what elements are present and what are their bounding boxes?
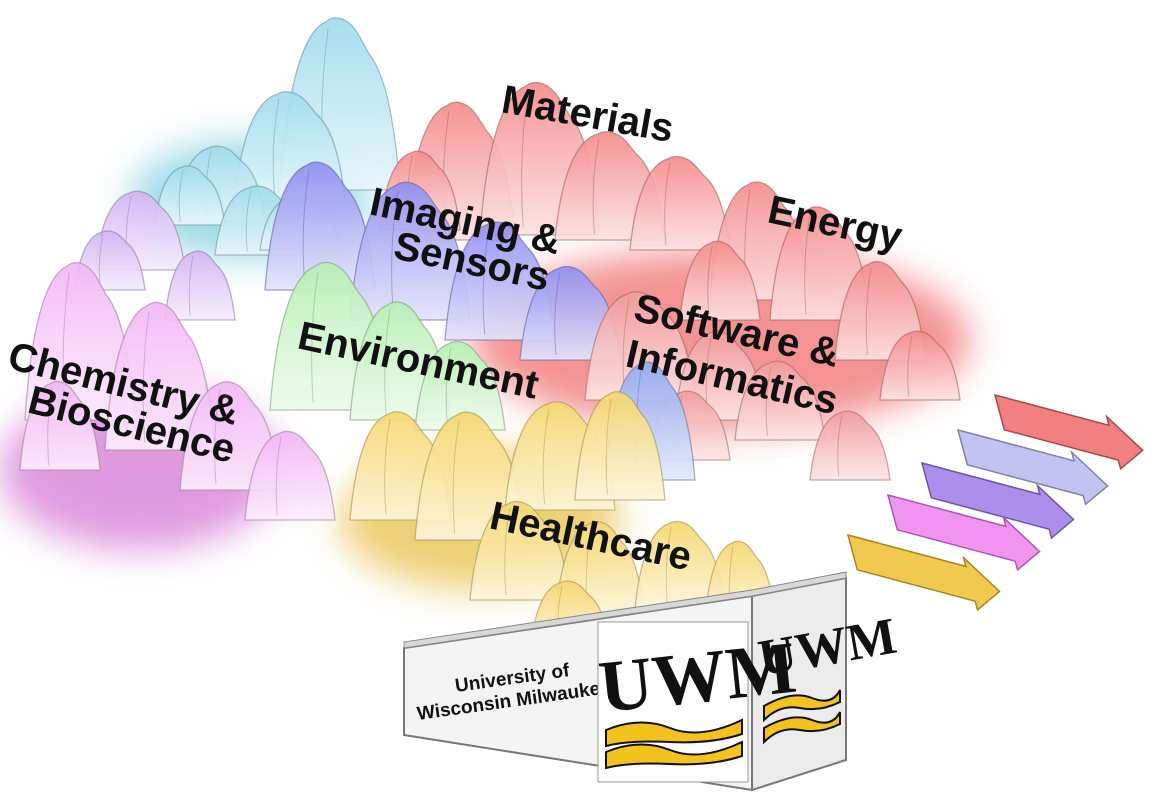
mountain-healthcare-6-ridge	[665, 527, 672, 606]
uwm-front-stripe-1	[605, 718, 743, 748]
uwm-side-stripe-2	[763, 711, 841, 745]
mountain-imaging-0-ridge	[302, 170, 310, 284]
mountain-environment-0-ridge	[311, 271, 319, 403]
mountain-software-2	[734, 360, 826, 441]
uwm-front-stripe-2	[605, 740, 743, 770]
mountain-environment-2	[414, 340, 506, 431]
uwm-mark-side: UWM	[754, 608, 901, 745]
mountain-imaging-2-ridge	[482, 229, 490, 335]
mountain-software-3-ridge	[837, 415, 843, 477]
arrow-4	[886, 493, 1041, 572]
mountain-energy-3	[879, 330, 961, 401]
mountain-environment-2-ridge	[445, 347, 452, 426]
mountain-chemistry-1	[104, 301, 216, 451]
mountain-healthcare-2-ridge	[542, 408, 550, 505]
arrow-2	[956, 428, 1109, 506]
mountain-chemistry-4	[19, 380, 101, 471]
mountain-materials-1-ridge	[521, 92, 529, 228]
mountain-materials-2-ridge	[592, 138, 600, 235]
mountain-energy-2-ridge	[865, 267, 872, 356]
mountain-healthcare-3	[574, 391, 666, 501]
uwm-logo-box: University of Wisconsin Milwaukee UWM UW…	[403, 571, 901, 792]
mountain-energy-4-ridge	[707, 246, 713, 317]
mountain-chemistry-2-ridge	[214, 388, 221, 485]
mountain-cyan-3-ridge	[178, 169, 184, 223]
mountain-imaging-3-ridge	[554, 272, 561, 356]
mountain-materials-3	[629, 155, 731, 251]
output-arrows	[846, 393, 1144, 612]
mountain-materials-3-ridge	[664, 162, 671, 246]
mountain-energy-3-ridge	[907, 335, 913, 397]
mountain-energy-4	[679, 240, 761, 321]
mountain-environment-1-ridge	[384, 309, 391, 415]
mountain-energy-1-ridge	[804, 214, 811, 315]
mountain-healthcare-4-ridge	[504, 507, 511, 596]
uwm-side-stripe-1	[763, 689, 841, 723]
mountain-chemistry-1-ridge	[142, 311, 150, 443]
mountain-software-0	[584, 291, 696, 401]
arrow-1	[993, 393, 1144, 471]
mountain-energy-1	[769, 206, 871, 321]
mountain-healthcare-1-ridge	[452, 420, 460, 534]
mountain-cyan-4-ridge	[245, 190, 252, 252]
mountain-lavender-2-ridge	[188, 255, 194, 317]
mountain-chemistry-4-ridge	[47, 387, 53, 466]
mountain-imaging-1	[349, 181, 471, 321]
mountain-software-2-ridge	[765, 366, 772, 437]
mountain-healthcare-0-ridge	[384, 418, 391, 515]
logo-box-top-rim	[403, 571, 847, 649]
mountain-cyan-1-ridge	[272, 98, 280, 195]
mountain-cyan-3	[154, 165, 226, 226]
arrow-5	[846, 533, 1001, 612]
arrow-3	[920, 461, 1075, 540]
mountain-healthcare-3-ridge	[605, 398, 612, 495]
mountain-energy-2	[834, 261, 926, 361]
mountain-chemistry-3-ridge	[275, 437, 282, 516]
mountain-chemistry-3	[244, 430, 336, 521]
mountain-imaging-1-ridge	[391, 191, 399, 314]
mountain-software-3	[809, 410, 891, 481]
mountain-healthcare-4	[469, 501, 571, 601]
mountain-lavender-2	[164, 250, 236, 321]
mountain-clusters	[19, 17, 961, 651]
